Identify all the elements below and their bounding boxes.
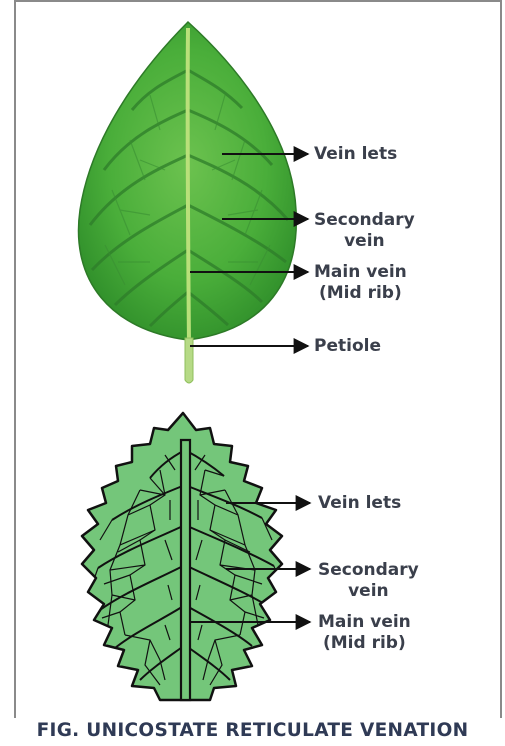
bottom-secondary-vein-label: Secondary vein (318, 560, 419, 602)
top-leaf-midrib (188, 28, 189, 345)
top-leaf-petiole (185, 338, 193, 383)
bottom-mainvein-line2: (Mid rib) (318, 633, 411, 654)
top-mainvein-line1: Main vein (314, 262, 407, 283)
top-secondary-line2: vein (314, 231, 415, 252)
figure-caption: FIG. UNICOSTATE RETICULATE VENATION (0, 720, 505, 741)
top-mainvein-line2: (Mid rib) (314, 283, 407, 304)
bottom-veinlets-text: Vein lets (318, 493, 401, 514)
bottom-mainvein-line1: Main vein (318, 612, 411, 633)
top-petiole-label: Petiole (314, 336, 381, 357)
bottom-secondary-line2: vein (318, 581, 419, 602)
bottom-veinlets-label: Vein lets (318, 493, 401, 514)
top-petiole-text: Petiole (314, 336, 381, 357)
bottom-leaf-midrib (181, 440, 190, 700)
top-secondary-line1: Secondary (314, 210, 415, 231)
top-main-vein-label: Main vein (Mid rib) (314, 262, 407, 304)
top-veinlets-label: Vein lets (314, 144, 397, 165)
top-leaf (78, 22, 308, 383)
bottom-main-vein-label: Main vein (Mid rib) (318, 612, 411, 654)
top-veinlets-text: Vein lets (314, 144, 397, 165)
top-secondary-vein-label: Secondary vein (314, 210, 415, 252)
bottom-leaf (82, 413, 310, 700)
bottom-secondary-line1: Secondary (318, 560, 419, 581)
